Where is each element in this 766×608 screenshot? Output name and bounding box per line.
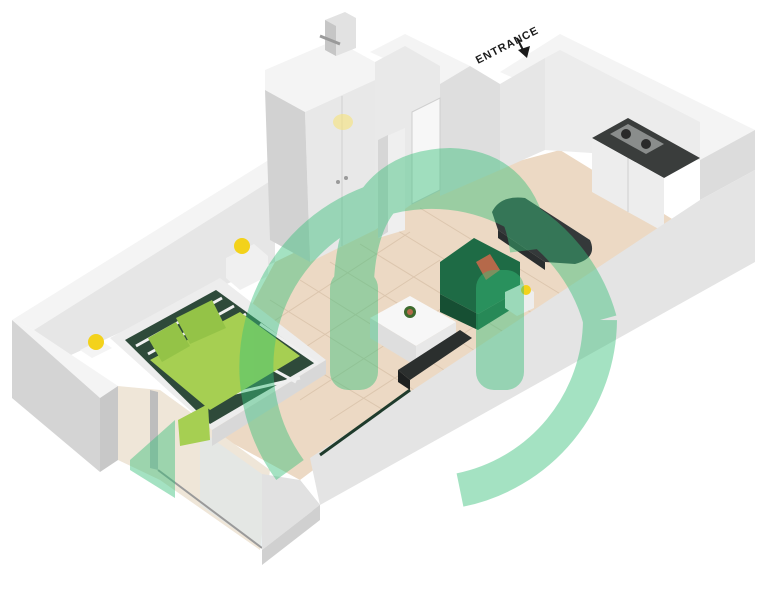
pillow <box>176 300 226 344</box>
balcony <box>118 386 270 550</box>
arrow-down-icon <box>516 37 530 58</box>
wall-back-left <box>12 156 275 360</box>
wardrobe-handle <box>344 176 348 180</box>
bathroom-door <box>411 97 441 205</box>
wardrobe-handle <box>336 180 340 184</box>
lamp-icon <box>521 285 531 295</box>
kitchen-counter <box>592 118 700 232</box>
lamp-icon <box>88 334 104 350</box>
tv-bench <box>398 330 472 390</box>
wall-window <box>319 388 411 457</box>
ac-unit <box>319 12 356 56</box>
bar-counter <box>492 197 593 270</box>
side-table <box>505 284 534 316</box>
bed-runner <box>178 404 210 446</box>
brand-ring-logo <box>130 147 617 507</box>
wardrobe-light <box>333 114 353 130</box>
bed <box>110 278 326 446</box>
nightstand-right <box>226 238 268 290</box>
plant-icon <box>404 306 416 318</box>
cushion <box>476 254 500 280</box>
armchair <box>440 238 520 330</box>
lamp-icon <box>234 238 250 254</box>
cooktop-icon <box>610 124 664 154</box>
nightstand-left <box>80 334 112 358</box>
wall-left-end <box>12 320 118 472</box>
pillow <box>148 322 190 362</box>
wall-front-lower <box>262 474 320 565</box>
wall-back-right <box>500 34 755 170</box>
bathroom <box>370 34 500 238</box>
bed-sheet <box>150 312 300 410</box>
wardrobe <box>265 40 375 262</box>
